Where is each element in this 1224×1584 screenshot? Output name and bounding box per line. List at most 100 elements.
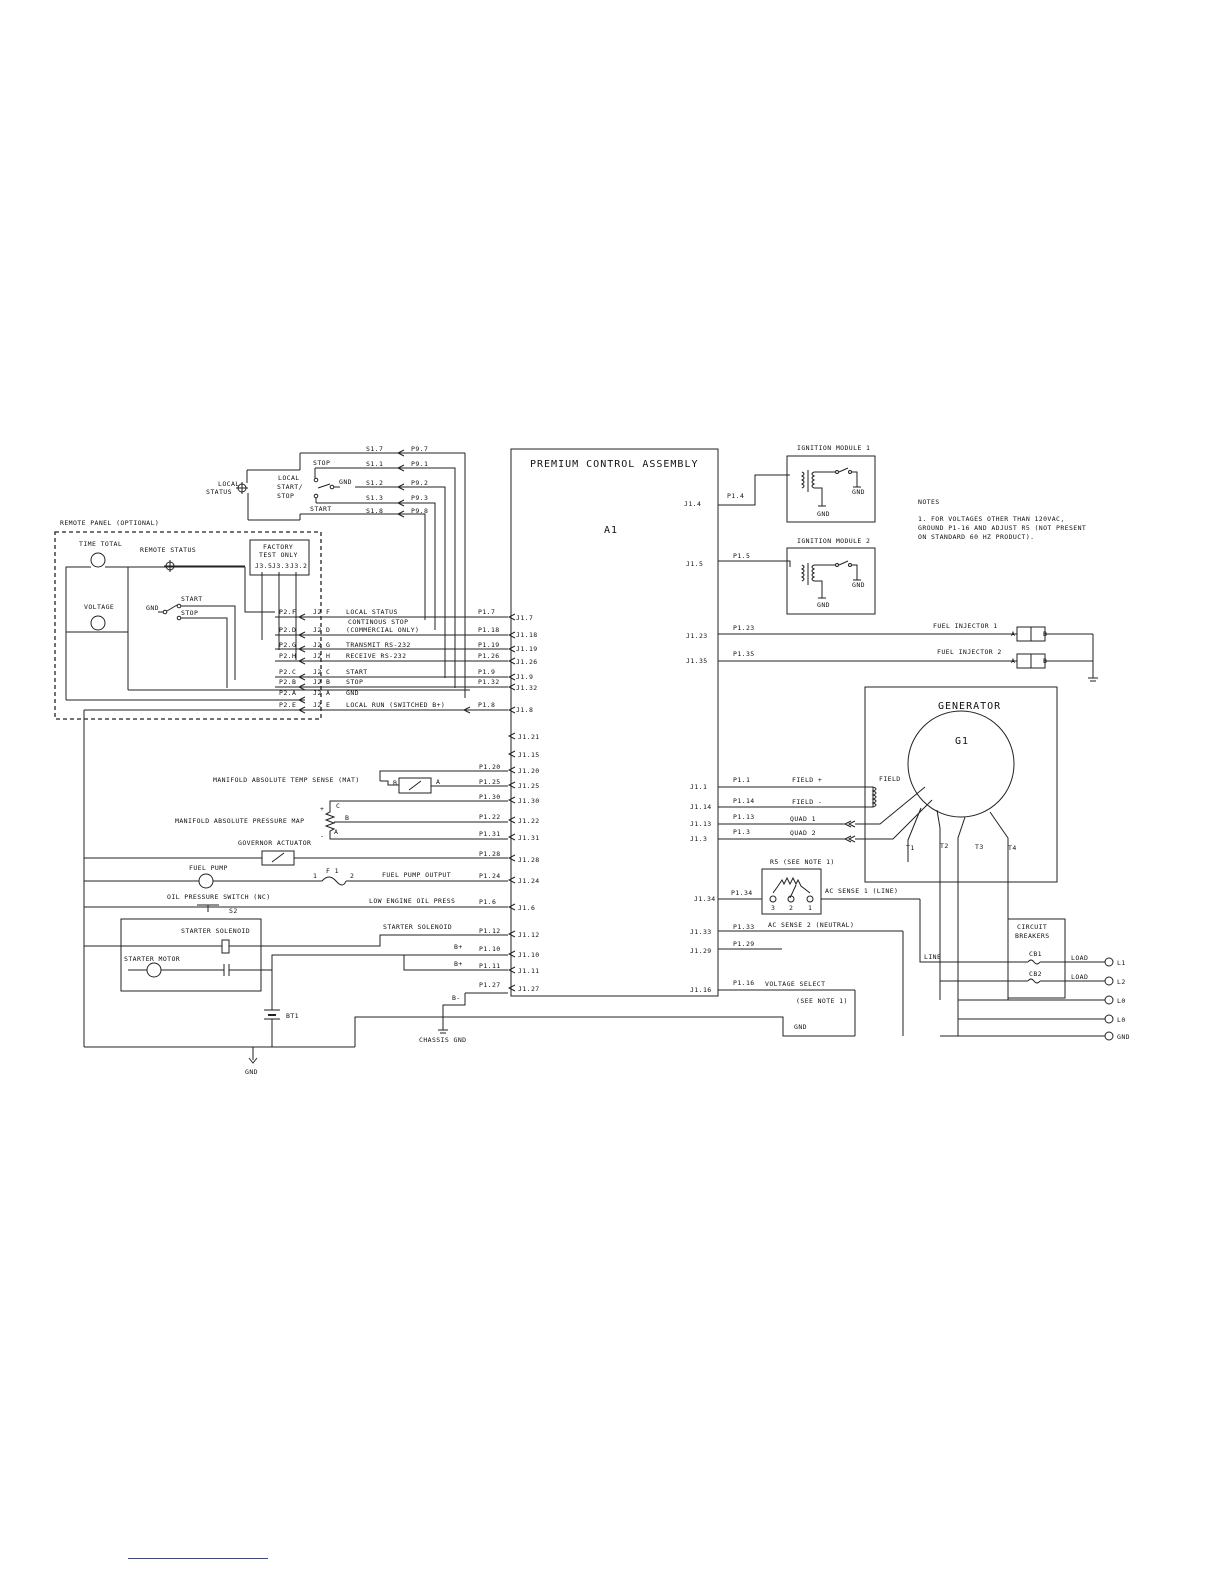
ac-sense-2-label: AC SENSE 2 (NEUTRAL) xyxy=(768,921,854,929)
generator-lead-wiring xyxy=(855,786,1009,1016)
field-plus-label: FIELD + xyxy=(792,776,822,784)
p1-pin-18: P1.18 xyxy=(478,626,500,634)
map-c: C xyxy=(336,802,340,810)
ignition-module-2-box xyxy=(786,547,876,615)
p1-pin-8: P1.8 xyxy=(478,701,495,709)
row-label-local-run: LOCAL RUN (SWITCHED B+) xyxy=(346,701,445,709)
factory-test-label-1: FACTORY xyxy=(263,543,293,551)
remote-status-label: REMOTE STATUS xyxy=(140,546,196,554)
row-label-continous-stop: CONTINOUS STOP xyxy=(348,618,408,626)
output-terminals xyxy=(1104,957,1114,1041)
p1-pin-23: P1.23 xyxy=(733,624,755,632)
ac-gnd-label: GND xyxy=(794,1023,807,1031)
local-switch-arrows xyxy=(396,449,405,518)
load-label-1: LOAD xyxy=(1071,954,1088,962)
p1-pin-10: P1.10 xyxy=(479,945,501,953)
r5-box xyxy=(761,868,822,915)
j1-pin-5: J1.5 xyxy=(686,560,703,568)
quad1-label: QUAD 1 xyxy=(790,815,816,823)
p1-pin-4: P1.4 xyxy=(727,492,744,500)
row-label-start: START xyxy=(346,668,368,676)
fuel-injector-2-label: FUEL INJECTOR 2 xyxy=(937,648,1002,656)
s-pin-3: S1.2 xyxy=(366,479,383,487)
t2-label: T2 xyxy=(940,842,949,850)
map-potentiometer xyxy=(324,808,338,836)
p1-pin-12: P1.12 xyxy=(479,927,501,935)
j1-pin-28: J1.28 xyxy=(518,856,540,864)
j1-pin-30: J1.30 xyxy=(518,797,540,805)
p1-pin-14: P1.14 xyxy=(733,797,755,805)
p1-pin-19: P1.19 xyxy=(478,641,500,649)
j1-pin-6: J1.6 xyxy=(518,904,535,912)
output-gnd: GND xyxy=(1117,1033,1130,1041)
j1-pin-13: J1.13 xyxy=(690,820,712,828)
output-l1: L1 xyxy=(1117,959,1126,967)
t3-label: T3 xyxy=(975,843,984,851)
j2-pin-e: J2 E xyxy=(313,701,330,709)
j3-pin-1: J3.5 xyxy=(255,562,272,570)
voltage-label: VOLTAGE xyxy=(84,603,114,611)
r5-label: R5 (SEE NOTE 1) xyxy=(770,858,835,866)
row-label-local-status: LOCAL STATUS xyxy=(346,608,398,616)
j1-pin-26: J1.26 xyxy=(516,658,538,666)
p9-pin-4: P9.3 xyxy=(411,494,428,502)
bplus-label-2: B+ xyxy=(454,960,463,968)
s-pin-2: S1.1 xyxy=(366,460,383,468)
local-status-label-2: STATUS xyxy=(206,488,232,496)
notes-line-2: GROUND P1-16 AND ADJUST R5 (NOT PRESENT xyxy=(918,524,1086,532)
j1-pin-25: J1.25 xyxy=(518,782,540,790)
output-l2: L2 xyxy=(1117,978,1126,986)
j2-rows: P2.F J2 F LOCAL STATUS P1.7 J1.7 P2.D J2… xyxy=(279,608,538,714)
generator-ref: G1 xyxy=(955,736,969,747)
j2-pin-a: J2 A xyxy=(313,689,330,697)
generator-box xyxy=(864,686,1058,883)
j1-pin-29: J1.29 xyxy=(690,947,712,955)
j1-pin-22: J1.22 xyxy=(518,817,540,825)
j3-pin-3: J3.2 xyxy=(290,562,307,570)
map-wiring xyxy=(329,800,508,840)
ignition-1-gnd-right: GND xyxy=(852,488,865,496)
local-switch-wiring xyxy=(246,452,466,698)
switch-start-label: START xyxy=(310,505,332,513)
terminal-l0b-icon xyxy=(1104,1014,1114,1024)
mat-b-label: B xyxy=(393,779,397,787)
r5-pin-3: 3 xyxy=(771,904,775,912)
breakers-title-2: BREAKERS xyxy=(1015,932,1050,940)
inj1-a: A xyxy=(1011,630,1015,638)
factory-test-label-2: TEST ONLY xyxy=(259,551,298,559)
fuel-pump-label: FUEL PUMP xyxy=(189,864,228,872)
j1-pin-34: J1.34 xyxy=(694,895,716,903)
ignition-module-1-box xyxy=(786,455,876,523)
bt1-label: BT1 xyxy=(286,1012,299,1020)
chassis-gnd-label: CHASSIS GND xyxy=(419,1036,466,1044)
p2-pin-h: P2.H xyxy=(279,652,296,660)
output-wiring xyxy=(892,899,1105,1037)
main-block-ref: A1 xyxy=(604,525,618,536)
j1-pin-21: J1.21 xyxy=(518,733,540,741)
inj2-a: A xyxy=(1011,657,1015,665)
generator-g1-icon xyxy=(907,710,1015,818)
right-wiring xyxy=(718,474,1098,1036)
starter-motor-label: STARTER MOTOR xyxy=(124,955,180,963)
j1-pin-20: J1.20 xyxy=(518,767,540,775)
p2-pin-b: P2.B xyxy=(279,678,296,686)
remote-panel-box xyxy=(54,531,322,720)
p1-pin-31: P1.31 xyxy=(479,830,501,838)
map-plus: + xyxy=(320,805,324,813)
j2-pin-d: J2 D xyxy=(313,626,330,634)
fuel-injector-1-label: FUEL INJECTOR 1 xyxy=(933,622,998,630)
switch-label-2: START/ xyxy=(277,483,303,491)
fuel-pump-motor-icon xyxy=(198,873,214,889)
remote-gnd-label: GND xyxy=(146,604,159,612)
ignition-1-gnd-bottom: GND xyxy=(817,510,830,518)
notes-line-3: ON STANDARD 60 HZ PRODUCT). xyxy=(918,533,1034,541)
time-total-meter-icon xyxy=(90,552,106,568)
j3-pin-2: J3.3 xyxy=(272,562,289,570)
p1-pin-30: P1.30 xyxy=(479,793,501,801)
j1-pin-10: J1.10 xyxy=(518,951,540,959)
p1-pin-1: P1.1 xyxy=(733,776,750,784)
j1-pin-1: J1.1 xyxy=(690,783,707,791)
p1-pin-27: P1.27 xyxy=(479,981,501,989)
row-label-stop: STOP xyxy=(346,678,363,686)
p1-pin-16: P1.16 xyxy=(733,979,755,987)
